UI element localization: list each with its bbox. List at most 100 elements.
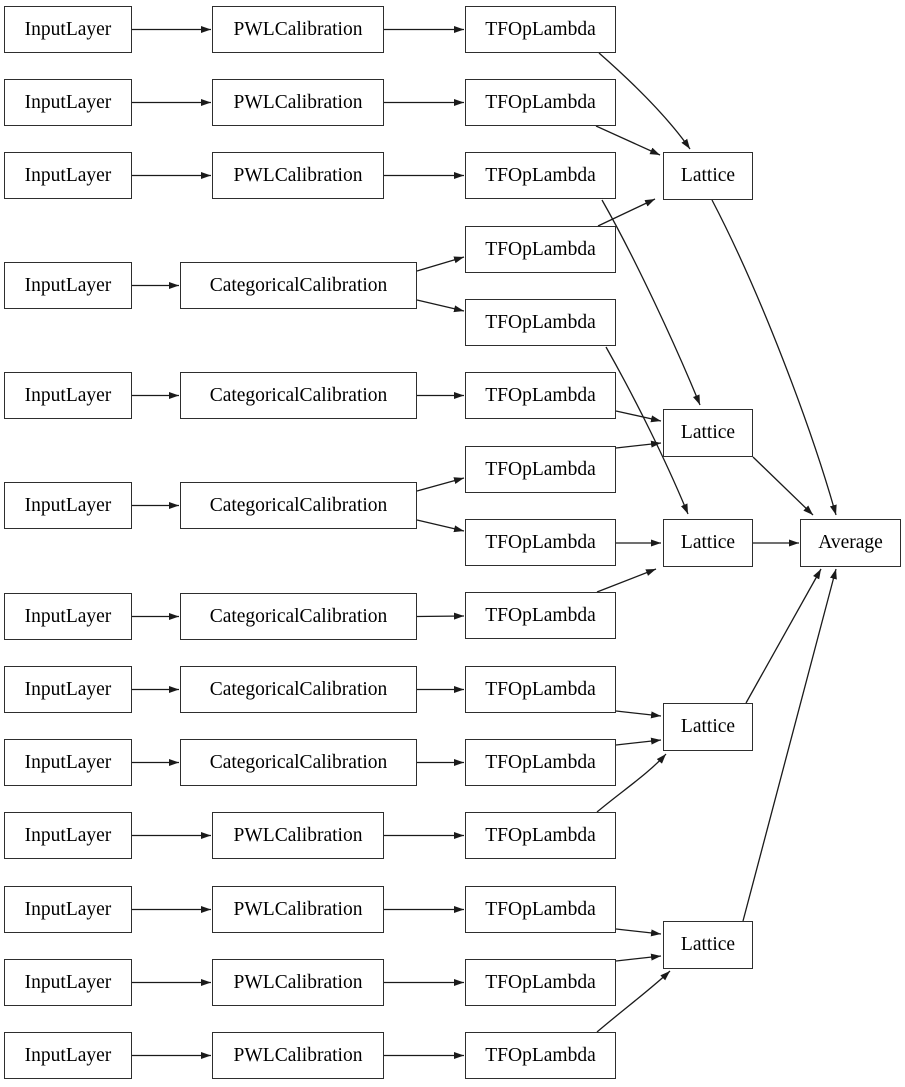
node-label: TFOpLambda [485,898,596,920]
edge-tfop-10-to-lattice-4 [615,710,662,719]
pwl-2-node: PWLCalibration [212,79,384,126]
node-label: PWLCalibration [233,164,363,186]
edge-cat-3-to-tfop-8 [416,519,465,533]
node-label: TFOpLambda [485,311,596,333]
lattice-4-node: Lattice [663,703,753,751]
input-10-node: InputLayer [4,812,132,859]
node-label: InputLayer [24,1044,112,1066]
node-label: InputLayer [24,971,112,993]
edges-group [132,26,837,1059]
edge-tfop-1-to-lattice-1 [598,52,691,150]
node-label: CategoricalCalibration [209,678,388,700]
edge-tfop-12-to-lattice-4 [596,753,667,813]
edge-tfop-13-to-lattice-5 [615,928,662,937]
input-9-node: InputLayer [4,739,132,786]
node-label: InputLayer [24,164,112,186]
node-label: TFOpLambda [485,91,596,113]
edge-tfop-9-to-lattice-3 [596,568,657,593]
node-label: TFOpLambda [485,384,596,406]
node-label: TFOpLambda [485,531,596,553]
tfop-3-node: TFOpLambda [465,152,616,199]
cat-2-node: CategoricalCalibration [180,372,417,419]
pwl-6-node: PWLCalibration [212,959,384,1006]
cat-5-node: CategoricalCalibration [180,666,417,713]
node-label: TFOpLambda [485,458,596,480]
node-label: TFOpLambda [485,824,596,846]
tfop-8-node: TFOpLambda [465,519,616,566]
input-1-node: InputLayer [4,6,132,53]
node-label: InputLayer [24,91,112,113]
lattice-2-node: Lattice [663,409,753,457]
input-13-node: InputLayer [4,1032,132,1079]
input-4-node: InputLayer [4,262,132,309]
node-label: PWLCalibration [233,898,363,920]
tfop-10-node: TFOpLambda [465,666,616,713]
node-label: PWLCalibration [233,18,363,40]
tfop-7-node: TFOpLambda [465,446,616,493]
node-label: CategoricalCalibration [209,494,388,516]
tfop-13-node: TFOpLambda [465,886,616,933]
input-5-node: InputLayer [4,372,132,419]
edge-cat-3-to-tfop-7 [416,477,465,492]
node-label: InputLayer [24,751,112,773]
node-label: TFOpLambda [485,678,596,700]
lattice-3-node: Lattice [663,519,753,567]
lattice-5-node: Lattice [663,921,753,969]
pwl-1-node: PWLCalibration [212,6,384,53]
node-label: PWLCalibration [233,971,363,993]
edge-cat-1-to-tfop-4 [416,256,465,272]
average-node: Average [800,519,901,567]
tfop-14-node: TFOpLambda [465,959,616,1006]
node-label: TFOpLambda [485,604,596,626]
node-label: InputLayer [24,384,112,406]
node-label: InputLayer [24,605,112,627]
input-2-node: InputLayer [4,79,132,126]
edge-cat-1-to-tfop-5 [416,299,465,313]
input-6-node: InputLayer [4,482,132,529]
node-label: PWLCalibration [233,91,363,113]
node-label: InputLayer [24,678,112,700]
tfop-15-node: TFOpLambda [465,1032,616,1079]
edge-tfop-2-to-lattice-1 [595,125,661,156]
edge-tfop-7-to-lattice-2 [615,440,662,449]
tfop-4-node: TFOpLambda [465,226,616,273]
tfop-9-node: TFOpLambda [465,592,616,639]
tfop-12-node: TFOpLambda [465,812,616,859]
cat-3-node: CategoricalCalibration [180,482,417,529]
edge-tfop-14-to-lattice-5 [615,953,662,962]
cat-6-node: CategoricalCalibration [180,739,417,786]
tfop-5-node: TFOpLambda [465,299,616,346]
lattice-1-node: Lattice [663,152,753,200]
node-label: TFOpLambda [485,751,596,773]
input-11-node: InputLayer [4,886,132,933]
node-label: Lattice [680,716,736,738]
edge-lattice-1-to-average [711,199,837,516]
tfop-1-node: TFOpLambda [465,6,616,53]
node-label: TFOpLambda [485,18,596,40]
edge-lattice-4-to-average [745,568,822,704]
node-label: CategoricalCalibration [209,274,388,296]
node-label: Lattice [680,532,736,554]
input-12-node: InputLayer [4,959,132,1006]
edge-lattice-2-to-average [752,456,814,516]
node-label: Lattice [680,422,736,444]
node-label: InputLayer [24,274,112,296]
node-label: PWLCalibration [233,824,363,846]
pwl-3-node: PWLCalibration [212,152,384,199]
tfop-6-node: TFOpLambda [465,372,616,419]
edge-tfop-5-to-lattice-3 [605,346,689,515]
node-label: Lattice [680,165,736,187]
edge-tfop-11-to-lattice-4 [615,737,662,746]
node-label: Lattice [680,934,736,956]
input-8-node: InputLayer [4,666,132,713]
node-label: TFOpLambda [485,238,596,260]
node-label: CategoricalCalibration [209,384,388,406]
node-label: TFOpLambda [485,1044,596,1066]
edge-tfop-6-to-lattice-2 [615,410,662,423]
pwl-4-node: PWLCalibration [212,812,384,859]
edge-tfop-3-to-lattice-2 [601,199,701,406]
node-label: CategoricalCalibration [209,605,388,627]
node-label: PWLCalibration [233,1044,363,1066]
edge-cat-4-to-tfop-9 [416,612,465,620]
